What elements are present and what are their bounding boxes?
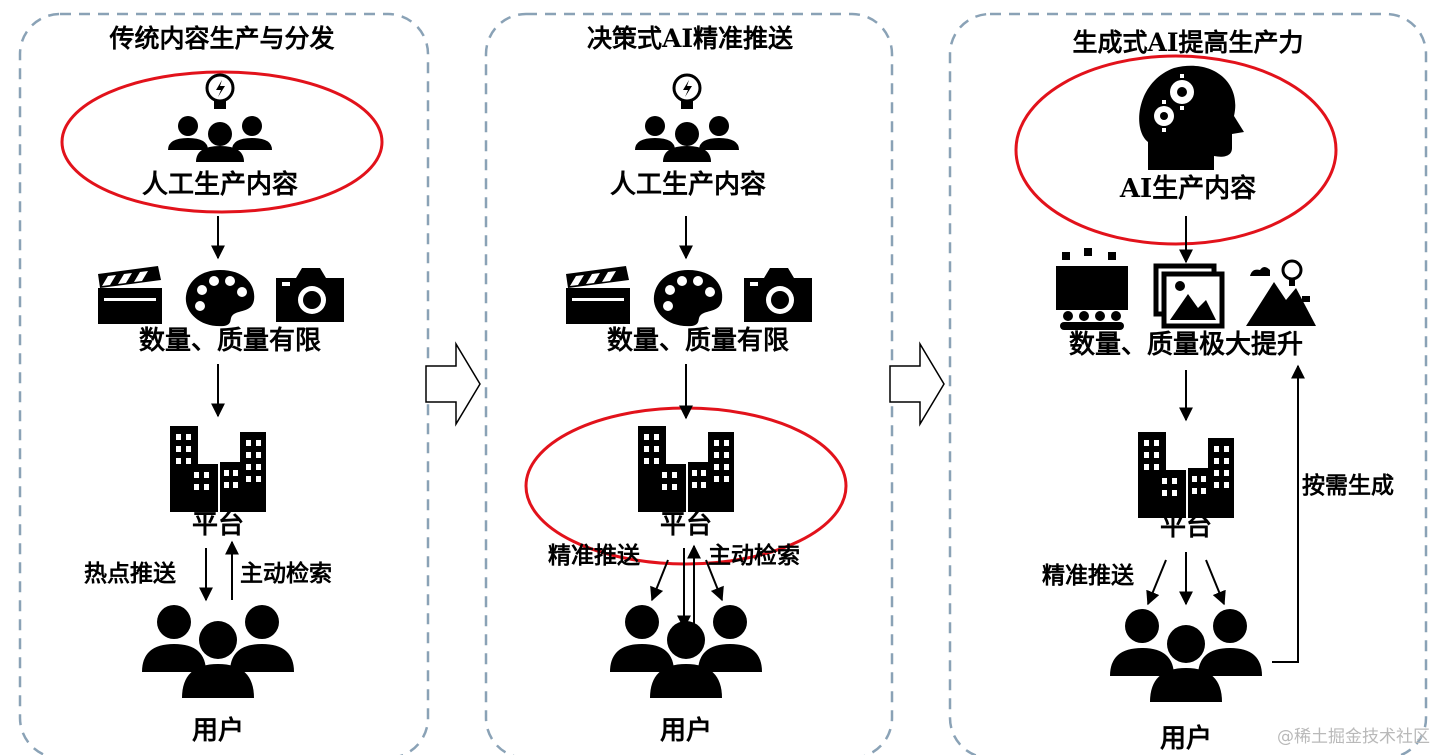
panel1-content-label: 数量、质量有限 [138, 326, 322, 356]
panel1-platform-label: 平台 [191, 510, 245, 540]
panel2-platform-label: 平台 [659, 510, 713, 540]
panel2-graphics [566, 73, 812, 698]
user-group-icon [610, 605, 762, 698]
panel3-push-label: 精准推送 [1042, 562, 1134, 589]
team-icon [635, 116, 739, 162]
clapperboard-icon [566, 266, 630, 324]
theater-audience-icon [1056, 248, 1128, 330]
lightbulb-icon [205, 73, 235, 111]
buildings-icon [638, 426, 734, 512]
panel2-producer-label: 人工生产内容 [609, 170, 767, 200]
panel3-highlight-ellipse [1014, 54, 1338, 246]
panel1-user-label: 用户 [191, 716, 245, 746]
panel3-producer-label: AI生产内容 [1119, 174, 1257, 204]
mountain-balloon-icon [1246, 259, 1316, 326]
lightbulb-icon [672, 73, 702, 111]
buildings-icon [170, 426, 266, 512]
palette-icon [185, 270, 255, 327]
panel1-graphics [98, 73, 344, 698]
panel3-platform-label: 平台 [1159, 512, 1213, 542]
camera-icon [276, 268, 344, 322]
panel1-push-label: 热点推送 [84, 560, 176, 587]
image-gallery-icon [1153, 263, 1225, 329]
user-group-icon [1110, 609, 1262, 702]
panel3-content-label: 数量、质量极大提升 [1068, 330, 1304, 360]
buildings-icon [1138, 432, 1234, 518]
transition-arrow-1 [425, 343, 481, 425]
panel2-push-label: 精准推送 [548, 542, 640, 569]
palette-icon [653, 270, 723, 327]
transition-arrow-2 [889, 343, 945, 425]
panel1-producer-label: 人工生产内容 [141, 170, 299, 200]
panel2-content-label: 数量、质量有限 [606, 326, 790, 356]
panel-generative-ai-border [948, 12, 1428, 755]
panel2-search-label: 主动检索 [708, 542, 800, 569]
panel3-user-label: 用户 [1159, 724, 1213, 754]
ai-head-gears-icon [1139, 65, 1244, 170]
panel1-highlight-ellipse [60, 70, 384, 214]
panel1-title: 传统内容生产与分发 [109, 24, 335, 53]
user-group-icon [142, 605, 294, 698]
clapperboard-icon [98, 266, 162, 324]
panel3-on-demand-label: 按需生成 [1302, 472, 1394, 499]
camera-icon [744, 268, 812, 322]
panel3-title: 生成式AI提高生产力 [1072, 28, 1304, 57]
panel3-graphics [1056, 65, 1316, 702]
panel1-search-label: 主动检索 [240, 560, 332, 587]
panel2-title: 决策式AI精准推送 [586, 24, 794, 53]
panel-decision-ai-border [484, 12, 894, 755]
panel2-user-label: 用户 [659, 716, 713, 746]
watermark: @稀土掘金技术社区 [1277, 727, 1430, 747]
team-icon [168, 116, 272, 162]
